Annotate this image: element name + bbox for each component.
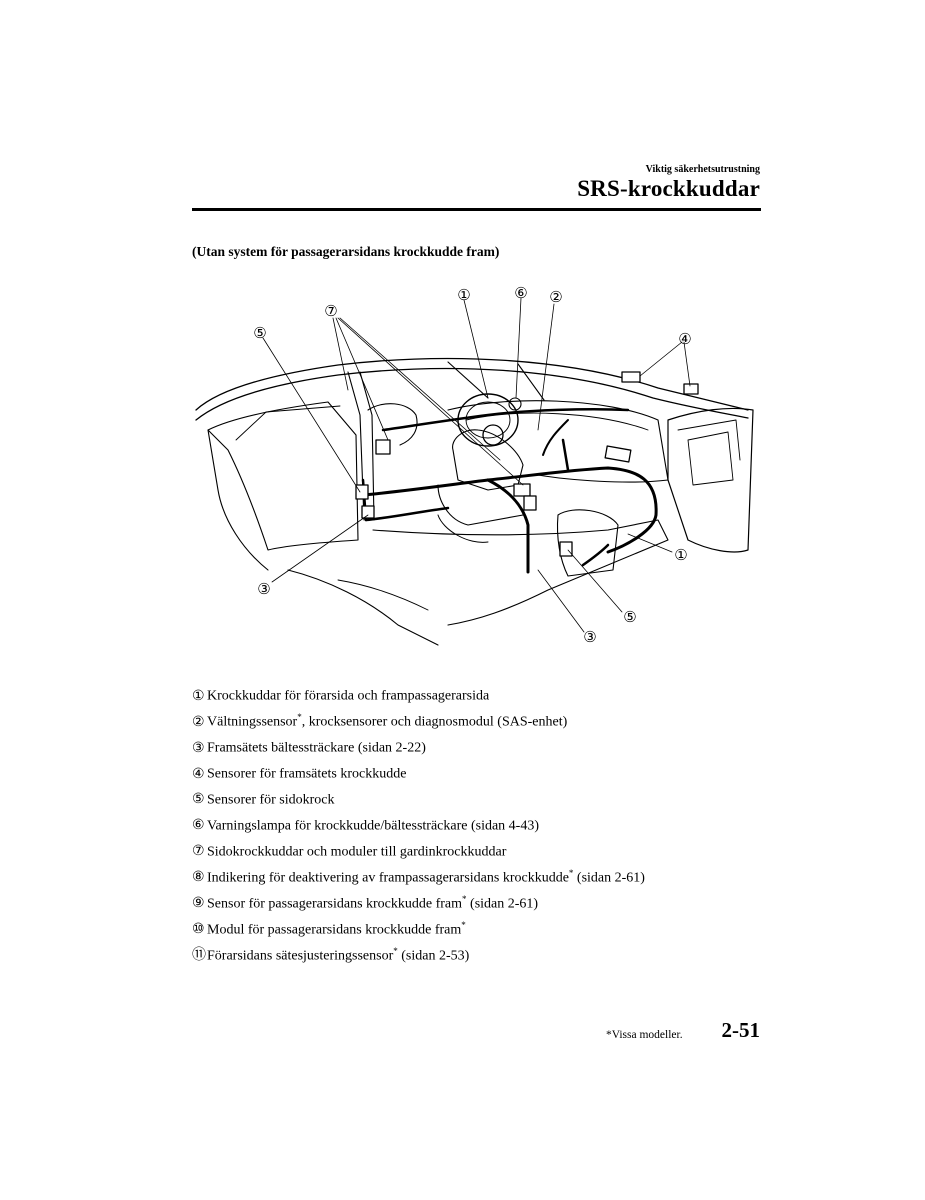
legend-number: ① [192, 688, 205, 704]
legend-number: ⑩ [192, 922, 205, 938]
legend-text: Framsätets bältessträckare (sidan 2-22) [207, 740, 426, 756]
legend-text: Vältningssensor [207, 714, 298, 730]
legend-number: ⑪ [192, 948, 206, 964]
callout-1-top: ① [457, 286, 470, 304]
callout-6-top: ⑥ [514, 284, 527, 302]
header-rule [192, 208, 761, 211]
legend-number: ⑥ [192, 818, 205, 834]
legend-number: ② [192, 714, 205, 730]
legend-text: Modul för passagerarsidans krockkudde fr… [207, 922, 462, 938]
callout-7-top: ⑦ [324, 302, 337, 320]
legend-number: ⑨ [192, 896, 205, 912]
srs-airbag-diagram: ① ⑥ ② ⑦ ⑤ ④ ③ ① ⑤ ③ [195, 284, 754, 646]
legend-text: Sensorer för framsätets krockkudde [207, 766, 407, 782]
section-label: Viktig säkerhetsutrustning [645, 164, 760, 175]
callout-4-right: ④ [678, 330, 691, 348]
footnote: *Vissa modeller. [606, 1029, 683, 1041]
callout-2-top: ② [549, 288, 562, 306]
legend-text: Indikering för deaktivering av frampassa… [207, 870, 569, 886]
legend-text: Varningslampa för krockkudde/bältessträc… [207, 818, 539, 834]
legend-number: ③ [192, 740, 205, 756]
legend-number: ⑤ [192, 792, 205, 808]
legend-text: Sidokrockkuddar och moduler till gardink… [207, 844, 507, 860]
callout-1-right: ① [674, 546, 687, 564]
legend-number: ④ [192, 766, 205, 782]
legend-text: Sensor för passagerarsidans krockkudde f… [207, 896, 463, 912]
legend-text: Krockkuddar för förarsida och frampassag… [207, 688, 490, 704]
callout-3-left: ③ [257, 580, 270, 598]
page-number: 2-51 [721, 1018, 761, 1042]
legend-item: ⑪Förarsidans sätesjusteringssensor* (sid… [192, 941, 645, 967]
page-title: SRS-krockkuddar [577, 176, 760, 201]
legend-text: Förarsidans sätesjusteringssensor [207, 948, 394, 964]
callout-5-bottom: ⑤ [623, 608, 636, 626]
legend-text: Sensorer för sidokrock [207, 792, 335, 808]
legend-number: ⑧ [192, 870, 205, 886]
callout-3-bottom: ③ [583, 628, 596, 646]
legend-number: ⑦ [192, 844, 205, 860]
callout-5-left: ⑤ [253, 324, 266, 342]
diagram-subtitle: (Utan system för passagerarsidans krockk… [192, 244, 500, 259]
